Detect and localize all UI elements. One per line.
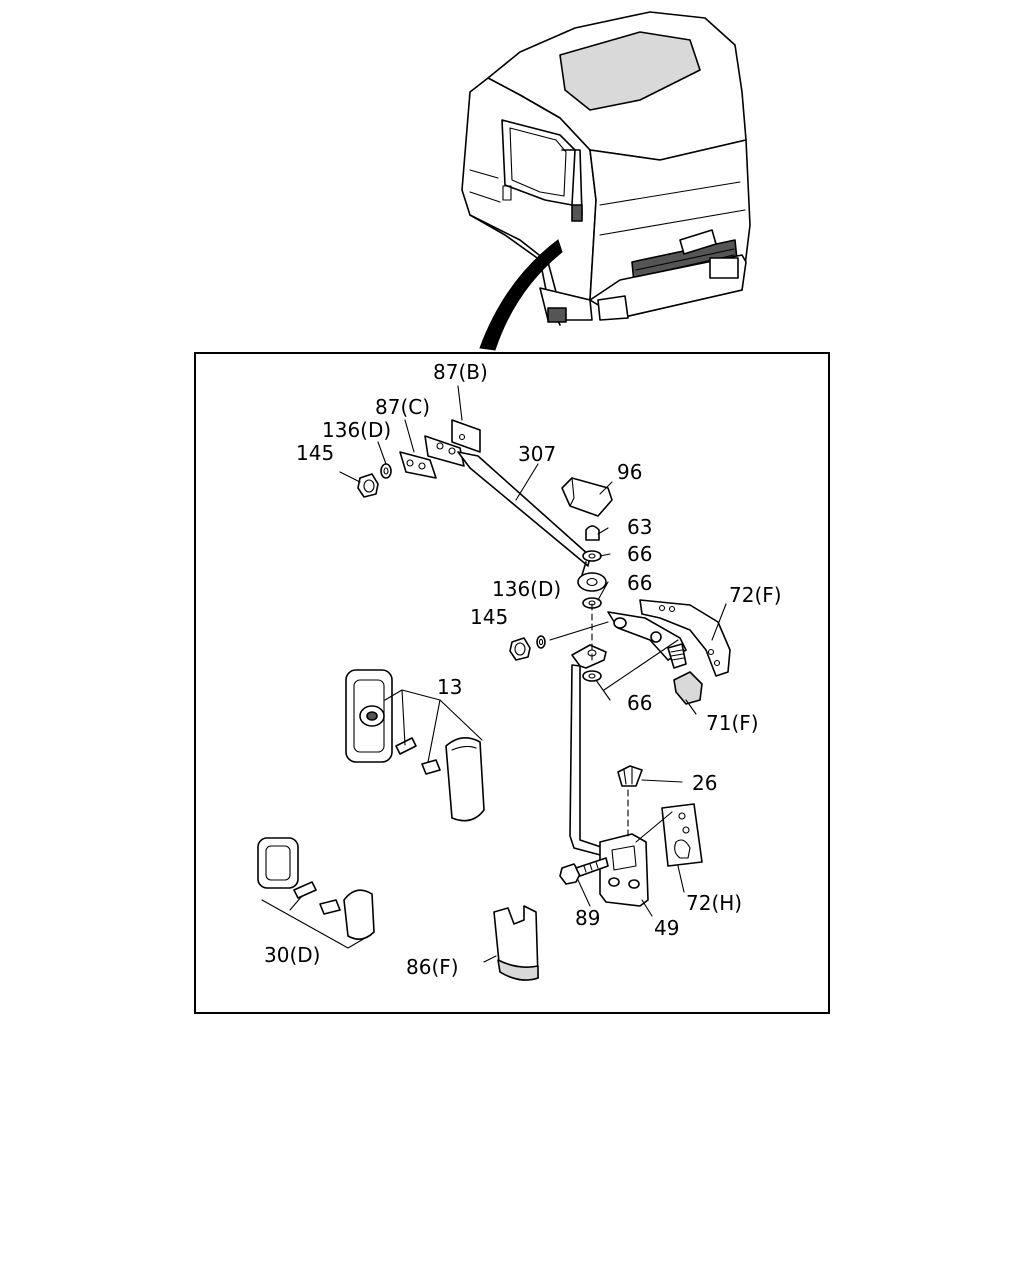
- part-72h-plate: [661, 803, 703, 867]
- part-66-washer-a: [582, 550, 602, 562]
- callout-labels: 87(B) 87(C) 136(D) 145 307 96 63 66 66 1…: [264, 360, 782, 979]
- callout-96: 96: [617, 460, 642, 484]
- part-136d-washer-top: [380, 463, 392, 479]
- callout-30d: 30(D): [264, 943, 320, 967]
- callout-145-top: 145: [296, 441, 334, 465]
- part-26-clip: [617, 765, 643, 787]
- detail-frame: [194, 352, 830, 1014]
- part-87c-plate: [399, 451, 437, 479]
- part-96-cap: [561, 477, 613, 517]
- part-lower-mirror-stay: [569, 644, 607, 857]
- part-71f-clip: [667, 643, 703, 705]
- part-307-upper-stay: [424, 435, 607, 592]
- callout-89: 89: [575, 906, 600, 930]
- part-30d-small-mirror: [257, 837, 375, 949]
- callout-26: 26: [692, 771, 717, 795]
- part-72f-bracket-plate: [639, 599, 731, 677]
- callout-307: 307: [518, 442, 556, 466]
- callout-87b: 87(B): [433, 360, 488, 384]
- part-63-cap-nut: [585, 525, 600, 541]
- part-13-mirror-assembly: [345, 669, 485, 822]
- callout-66-b: 66: [627, 571, 652, 595]
- part-136d-washer-mid: [536, 635, 546, 649]
- callout-87c: 87(C): [375, 395, 430, 419]
- callout-66-c: 66: [627, 691, 652, 715]
- callout-145-mid: 145: [470, 605, 508, 629]
- part-49-base: [599, 833, 649, 907]
- detail-pointer-arrow: [479, 239, 563, 351]
- part-87b-plate: [451, 419, 481, 453]
- leader-lines: [339, 385, 727, 963]
- callout-66-a: 66: [627, 542, 652, 566]
- part-66-washer-c: [582, 670, 602, 682]
- part-89-bolt: [559, 857, 609, 885]
- callout-71f: 71(F): [706, 711, 759, 735]
- part-145-nut-mid: [509, 637, 531, 661]
- callout-86f: 86(F): [406, 955, 459, 979]
- callout-63: 63: [627, 515, 652, 539]
- callout-136d-mid: 136(D): [492, 577, 561, 601]
- callout-72h: 72(H): [686, 891, 742, 915]
- callout-72f: 72(F): [729, 583, 782, 607]
- callout-136d-top: 136(D): [322, 418, 391, 442]
- part-145-nut-top: [357, 473, 379, 498]
- callout-49: 49: [654, 916, 679, 940]
- part-86f-cover: [493, 905, 539, 981]
- callout-13: 13: [437, 675, 462, 699]
- truck-cab-illustration: [461, 11, 751, 326]
